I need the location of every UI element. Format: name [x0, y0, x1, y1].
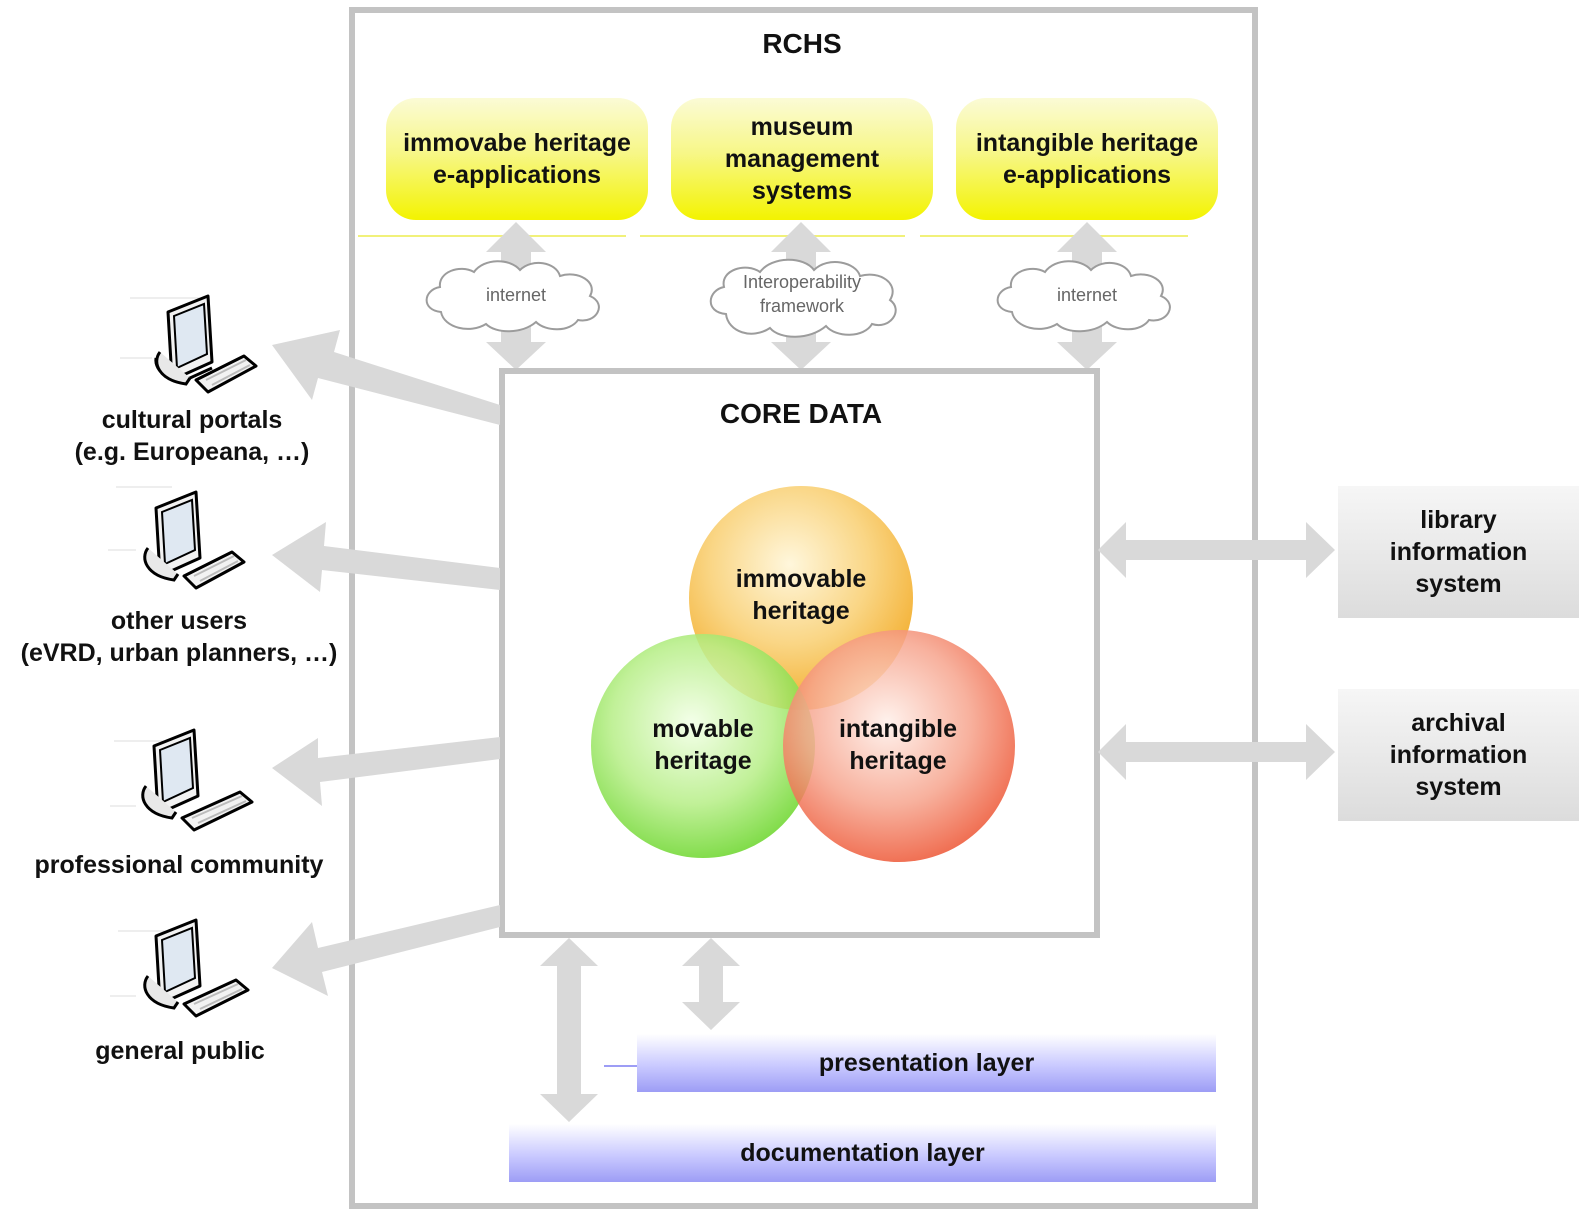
label-intangible-heritage: intangible heritage [838, 715, 958, 775]
arrow-documentation [540, 938, 598, 1122]
computer-icon [143, 918, 250, 1018]
arrow-archival [1098, 724, 1335, 780]
circle-movable [591, 634, 815, 858]
arrow-user-4 [272, 905, 500, 996]
arrow-library [1098, 522, 1335, 578]
layer-arrows [540, 938, 740, 1122]
layer-label: presentation layer [818, 1048, 1035, 1077]
cloud-3 [996, 260, 1171, 333]
arrow-user-3 [272, 737, 500, 806]
core-data-title: CORE DATA [719, 398, 883, 429]
user-line: general public [95, 1037, 265, 1065]
user-label-general-public: general public [30, 1035, 330, 1067]
circle-intangible [783, 630, 1015, 862]
cloud-label-interoperability: Interoperability framework [742, 272, 862, 316]
app-label: immovabe heritage e-applications [403, 129, 631, 189]
cloud-1 [425, 260, 600, 333]
app-immovable-heritage: immovabe heritage e-applications [386, 98, 648, 220]
label-movable-heritage: movable heritage [652, 715, 754, 775]
cloud-label-internet-1: internet [485, 285, 547, 305]
documentation-layer: documentation layer [509, 1124, 1216, 1182]
user-line: other users [110, 607, 248, 635]
computer-icon [141, 728, 254, 832]
arrow-user-2 [272, 522, 500, 592]
cloud-2 [709, 258, 897, 338]
rchs-title: RCHS [762, 28, 842, 59]
presentation-layer: presentation layer [637, 1034, 1216, 1092]
system-label: archival information system [1389, 709, 1528, 801]
user-line: cultural portals [101, 406, 283, 434]
cloud-label-internet-2: internet [1056, 285, 1118, 305]
system-label: library information system [1389, 506, 1528, 598]
archival-information-system: archival information system [1338, 689, 1579, 821]
arrow-presentation [682, 938, 740, 1030]
app-museum-management: museum management systems [671, 98, 933, 220]
arrow-user-1 [272, 330, 500, 425]
user-label-other-users: other users (eVRD, urban planners, …) [4, 605, 354, 669]
user-label-cultural-portals: cultural portals (e.g. Europeana, …) [42, 404, 342, 468]
app-label: intangible heritage e-applications [975, 129, 1199, 189]
app-label: museum management systems [724, 113, 880, 205]
system-arrows [1098, 522, 1335, 780]
user-line: (e.g. Europeana, …) [74, 438, 310, 466]
computer-icon [154, 294, 258, 394]
user-label-professional-community: professional community [14, 849, 344, 881]
app-intangible-heritage: intangible heritage e-applications [956, 98, 1218, 220]
layer-label: documentation layer [740, 1138, 985, 1167]
library-information-system: library information system [1338, 486, 1579, 618]
user-arrows [272, 330, 500, 996]
computer-icon [143, 490, 246, 590]
user-line: professional community [34, 851, 324, 879]
label-immovable-heritage: immovable heritage [735, 565, 867, 625]
user-line: (eVRD, urban planners, …) [20, 639, 338, 667]
